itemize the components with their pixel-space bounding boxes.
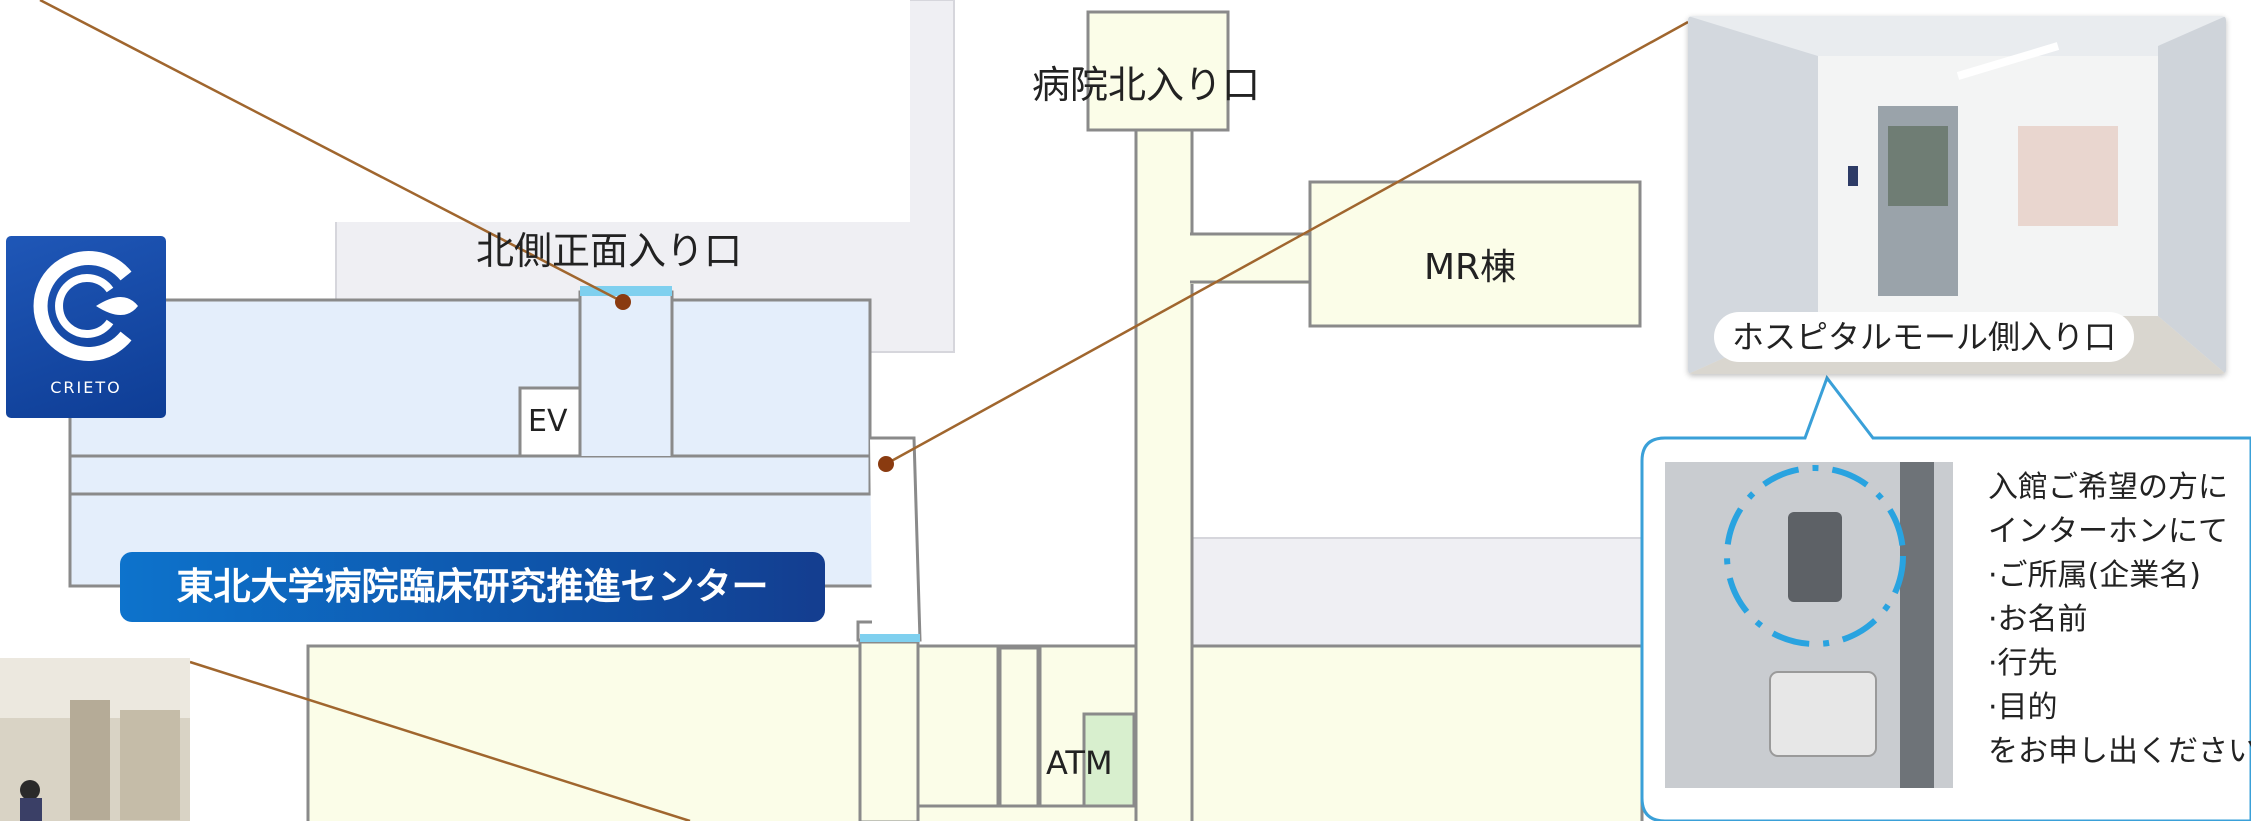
leader-line-north [39,0,624,304]
instruction-line: ·お名前 [1988,602,2088,637]
card-reader-device [1769,671,1877,757]
gray-area-inner-white [0,0,910,222]
hospital-north-entrance-box [1086,10,1230,132]
north-corridor [1134,126,1194,821]
intercom-callout [1640,374,2251,821]
building-upper-block [68,298,872,458]
mr-connector [1188,234,1312,284]
atm-box [1082,712,1136,808]
instruction-line: インターホンにて [1988,514,2228,549]
building-middle-band [68,454,872,496]
marker-dot-mall [878,456,894,472]
atm-label: ATM [1046,744,1113,782]
intercom-device [1788,512,1842,602]
slot-1 [916,644,1000,808]
side-entrance-marker [860,634,920,642]
crieto-logo-icon [33,251,138,361]
mr-building-box [1308,180,1642,328]
instruction-line: ·ご所属(企業名) [1988,558,2201,593]
crieto-logo-text: CRIETO [50,378,122,397]
north-main-entrance-label: 北側正面入り口 [476,229,743,273]
hospital-mall-entrance-photo: ホスピタルモール側入り口 [1688,16,2226,374]
intercom-wall-post [1900,462,1934,788]
instruction-line: ·行先 [1988,646,2058,681]
gray-area-east [1191,537,1643,647]
hospital-north-entrance-label: 病院北入り口 [1032,63,1261,107]
left-passage [858,640,920,821]
gray-areas [0,0,1643,647]
hospital-areas [306,10,1644,821]
slot-2 [998,646,1040,808]
leader-line-bottom [189,660,691,821]
ev-box [518,386,582,458]
intercom-instructions: 入館ご希望の方に インターホンにて ·ご所属(企業名) ·お名前 ·行先 ·目的… [1988,466,2251,774]
instruction-line: ·目的 [1988,690,2058,725]
intercom-highlight-circle [1724,465,1906,647]
ev-label: EV [528,404,568,439]
instruction-line: 入館ご希望の方に [1988,470,2228,505]
leader-line-mall [885,20,1689,466]
marker-dot-north [615,294,631,310]
entrance-recess [578,290,674,456]
mr-building-label: MR棟 [1424,247,1517,288]
photo-caption: ホスピタルモール側入り口 [1714,312,2135,362]
crieto-logo: CRIETO [6,236,166,418]
north-entrance-marker [580,286,672,296]
lobby-photo-thumbnail [0,658,190,821]
center-name-banner: 東北大学病院臨床研究推進センター [120,552,825,622]
instruction-line: をお申し出ください [1988,734,2251,769]
